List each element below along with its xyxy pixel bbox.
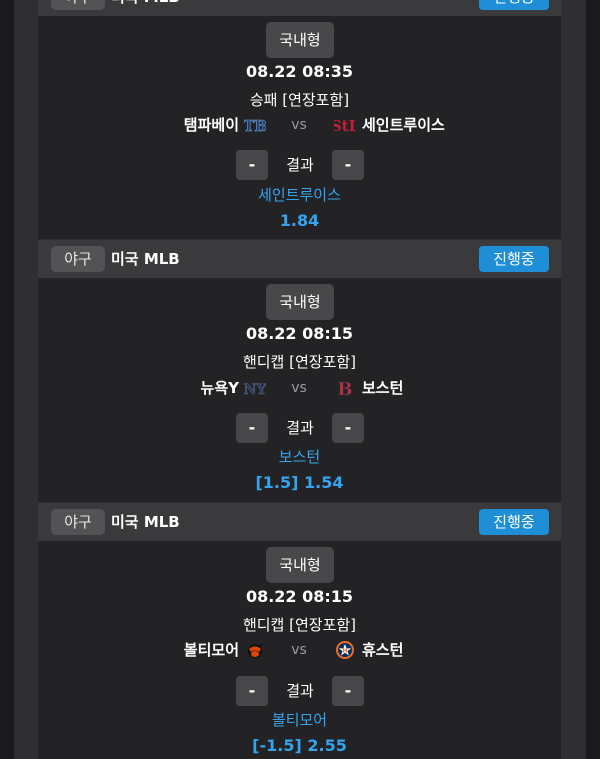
picked-team: 세인트루이스 <box>258 186 341 204</box>
match-datetime: 08.22 08:35 <box>245 62 354 81</box>
picked-team: 볼티모어 <box>271 711 328 729</box>
bet-market: 핸디캡 [연장포함] <box>242 616 357 634</box>
match-datetime: 08.22 08:15 <box>245 587 354 606</box>
teams-row: 탬파베이 TB vs StL 세인트루이스 <box>38 113 561 137</box>
league-name: 미국 MLB <box>111 0 180 16</box>
away-score: - <box>332 676 364 706</box>
astros-logo-icon: H <box>336 641 354 659</box>
away-team-name: 휴스턴 <box>362 641 404 659</box>
match-card: 국내형 08.22 08:15 핸디캡 [연장포함] 볼티모어 vs H 휴스턴… <box>38 541 561 759</box>
home-score: - <box>236 413 268 443</box>
away-team-name: 세인트루이스 <box>362 116 445 134</box>
bet-type-badge: 국내형 <box>266 22 334 58</box>
vs-label: vs <box>291 117 307 133</box>
home-team-name: 탬파베이 <box>183 116 239 134</box>
score-row: - 결과 - <box>38 676 561 706</box>
match-card: 국내형 08.22 08:35 승패 [연장포함] 탬파베이 TB vs StL… <box>38 16 561 239</box>
odds-value: [1.5] 1.54 <box>255 473 344 492</box>
result-label: 결과 <box>286 682 314 700</box>
score-row: - 결과 - <box>38 413 561 443</box>
teams-row: 뉴욕Y NY vs B 보스턴 <box>38 376 561 400</box>
bet-market: 승패 [연장포함] <box>249 91 350 109</box>
bet-type-badge: 국내형 <box>266 284 334 320</box>
svg-text:H: H <box>342 648 347 655</box>
picked-team: 보스턴 <box>278 448 321 466</box>
status-badge[interactable]: 진행중 <box>479 246 549 272</box>
league-name: 미국 MLB <box>111 513 180 531</box>
orioles-logo-icon <box>248 643 263 658</box>
yankees-logo-icon: NY <box>244 382 266 398</box>
match-card: 국내형 08.22 08:15 핸디캡 [연장포함] 뉴욕Y NY vs B 보… <box>38 278 561 502</box>
match-datetime: 08.22 08:15 <box>245 324 354 343</box>
sport-badge: 야구 <box>51 246 105 272</box>
teams-row: 볼티모어 vs H 휴스턴 <box>38 638 561 662</box>
home-score: - <box>236 150 268 180</box>
score-row: - 결과 - <box>38 150 561 180</box>
vs-label: vs <box>291 642 307 658</box>
svg-text:StL: StL <box>334 117 356 135</box>
result-label: 결과 <box>286 156 314 174</box>
odds-value: 1.84 <box>279 211 320 230</box>
league-name: 미국 MLB <box>111 250 180 268</box>
sport-badge: 야구 <box>51 509 105 535</box>
svg-text:TB: TB <box>244 117 266 135</box>
match-header: 야구 미국 MLB 진행중 <box>38 240 561 278</box>
away-score: - <box>332 413 364 443</box>
red-sox-logo-icon: B <box>337 379 353 398</box>
svg-text:B: B <box>337 379 352 398</box>
odds-value: [-1.5] 2.55 <box>252 736 347 755</box>
bet-type-badge: 국내형 <box>266 547 334 583</box>
home-score: - <box>236 676 268 706</box>
sport-badge: 야구 <box>51 0 105 10</box>
result-label: 결과 <box>286 419 314 437</box>
cardinals-logo-icon: StL <box>334 117 356 135</box>
status-badge[interactable]: 진행중 <box>479 509 549 535</box>
match-header: 야구 미국 MLB 진행중 <box>38 0 561 16</box>
home-team-name: 뉴욕Y <box>200 379 239 397</box>
svg-text:NY: NY <box>244 382 266 398</box>
bet-market: 핸디캡 [연장포함] <box>242 353 357 371</box>
bet-list: 야구 미국 MLB 진행중 국내형 08.22 08:35 승패 [연장포함] … <box>38 0 561 759</box>
home-team-name: 볼티모어 <box>183 641 239 659</box>
vs-label: vs <box>291 380 307 396</box>
rays-logo-icon: TB <box>244 117 266 135</box>
match-header: 야구 미국 MLB 진행중 <box>38 503 561 541</box>
away-score: - <box>332 150 364 180</box>
status-badge[interactable]: 진행중 <box>479 0 549 10</box>
away-team-name: 보스턴 <box>362 379 404 397</box>
